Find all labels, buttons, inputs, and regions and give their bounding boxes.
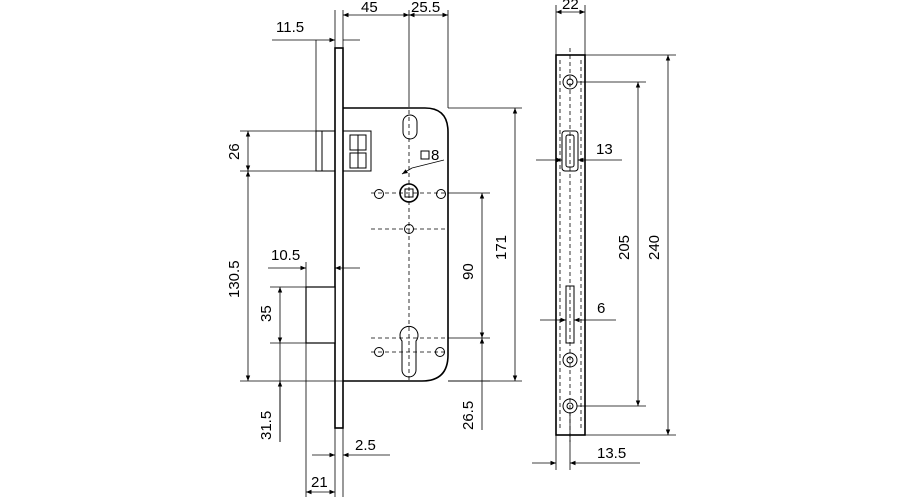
side-view-dimensions: 11.5 45 25.5 26 8 130.5 10.5 35 31.5 <box>226 0 522 497</box>
dim-45-label: 45 <box>361 0 378 16</box>
forend-screw <box>562 352 578 368</box>
dim-13-5-label: 13.5 <box>597 445 626 462</box>
latch-opening <box>561 130 579 172</box>
forend-front-view <box>555 48 586 442</box>
dim-35-label: 35 <box>258 305 275 322</box>
dim-26-label: 26 <box>226 143 243 160</box>
dim-2-5-label: 2.5 <box>355 437 376 454</box>
dim-13-label: 13 <box>596 141 613 158</box>
dim-90-label: 90 <box>460 263 477 280</box>
forend-outline <box>555 54 586 436</box>
latch-bolt <box>315 130 372 172</box>
dim-26-5-label: 26.5 <box>460 401 477 430</box>
forend-plate <box>334 47 344 429</box>
dim-25-5-label: 25.5 <box>411 0 440 16</box>
lock-side-view <box>305 47 449 429</box>
bolt-slot <box>565 285 575 344</box>
dim-240-label: 240 <box>646 235 663 260</box>
dim-130-5-label: 130.5 <box>226 260 243 298</box>
dim-171-label: 171 <box>493 235 510 260</box>
fixing-hole <box>436 189 446 199</box>
fixing-hole <box>374 189 384 199</box>
dim-6-label: 6 <box>597 300 605 317</box>
dim-11-5-label: 11.5 <box>276 19 304 36</box>
dim-22-label: 22 <box>562 0 579 13</box>
lock-case <box>343 107 449 382</box>
square-symbol <box>420 150 430 160</box>
dim-8-label: 8 <box>431 147 439 164</box>
dim-21-label: 21 <box>311 474 328 491</box>
front-view-dimensions: 22 13 6 205 240 13.5 <box>532 0 676 470</box>
cylinder-cutout <box>399 325 419 378</box>
top-slot <box>402 114 418 140</box>
dead-bolt <box>305 286 336 344</box>
dim-10-5-label: 10.5 <box>271 247 300 264</box>
dim-205-label: 205 <box>616 235 633 260</box>
dim-31-5-label: 31.5 <box>258 411 275 440</box>
